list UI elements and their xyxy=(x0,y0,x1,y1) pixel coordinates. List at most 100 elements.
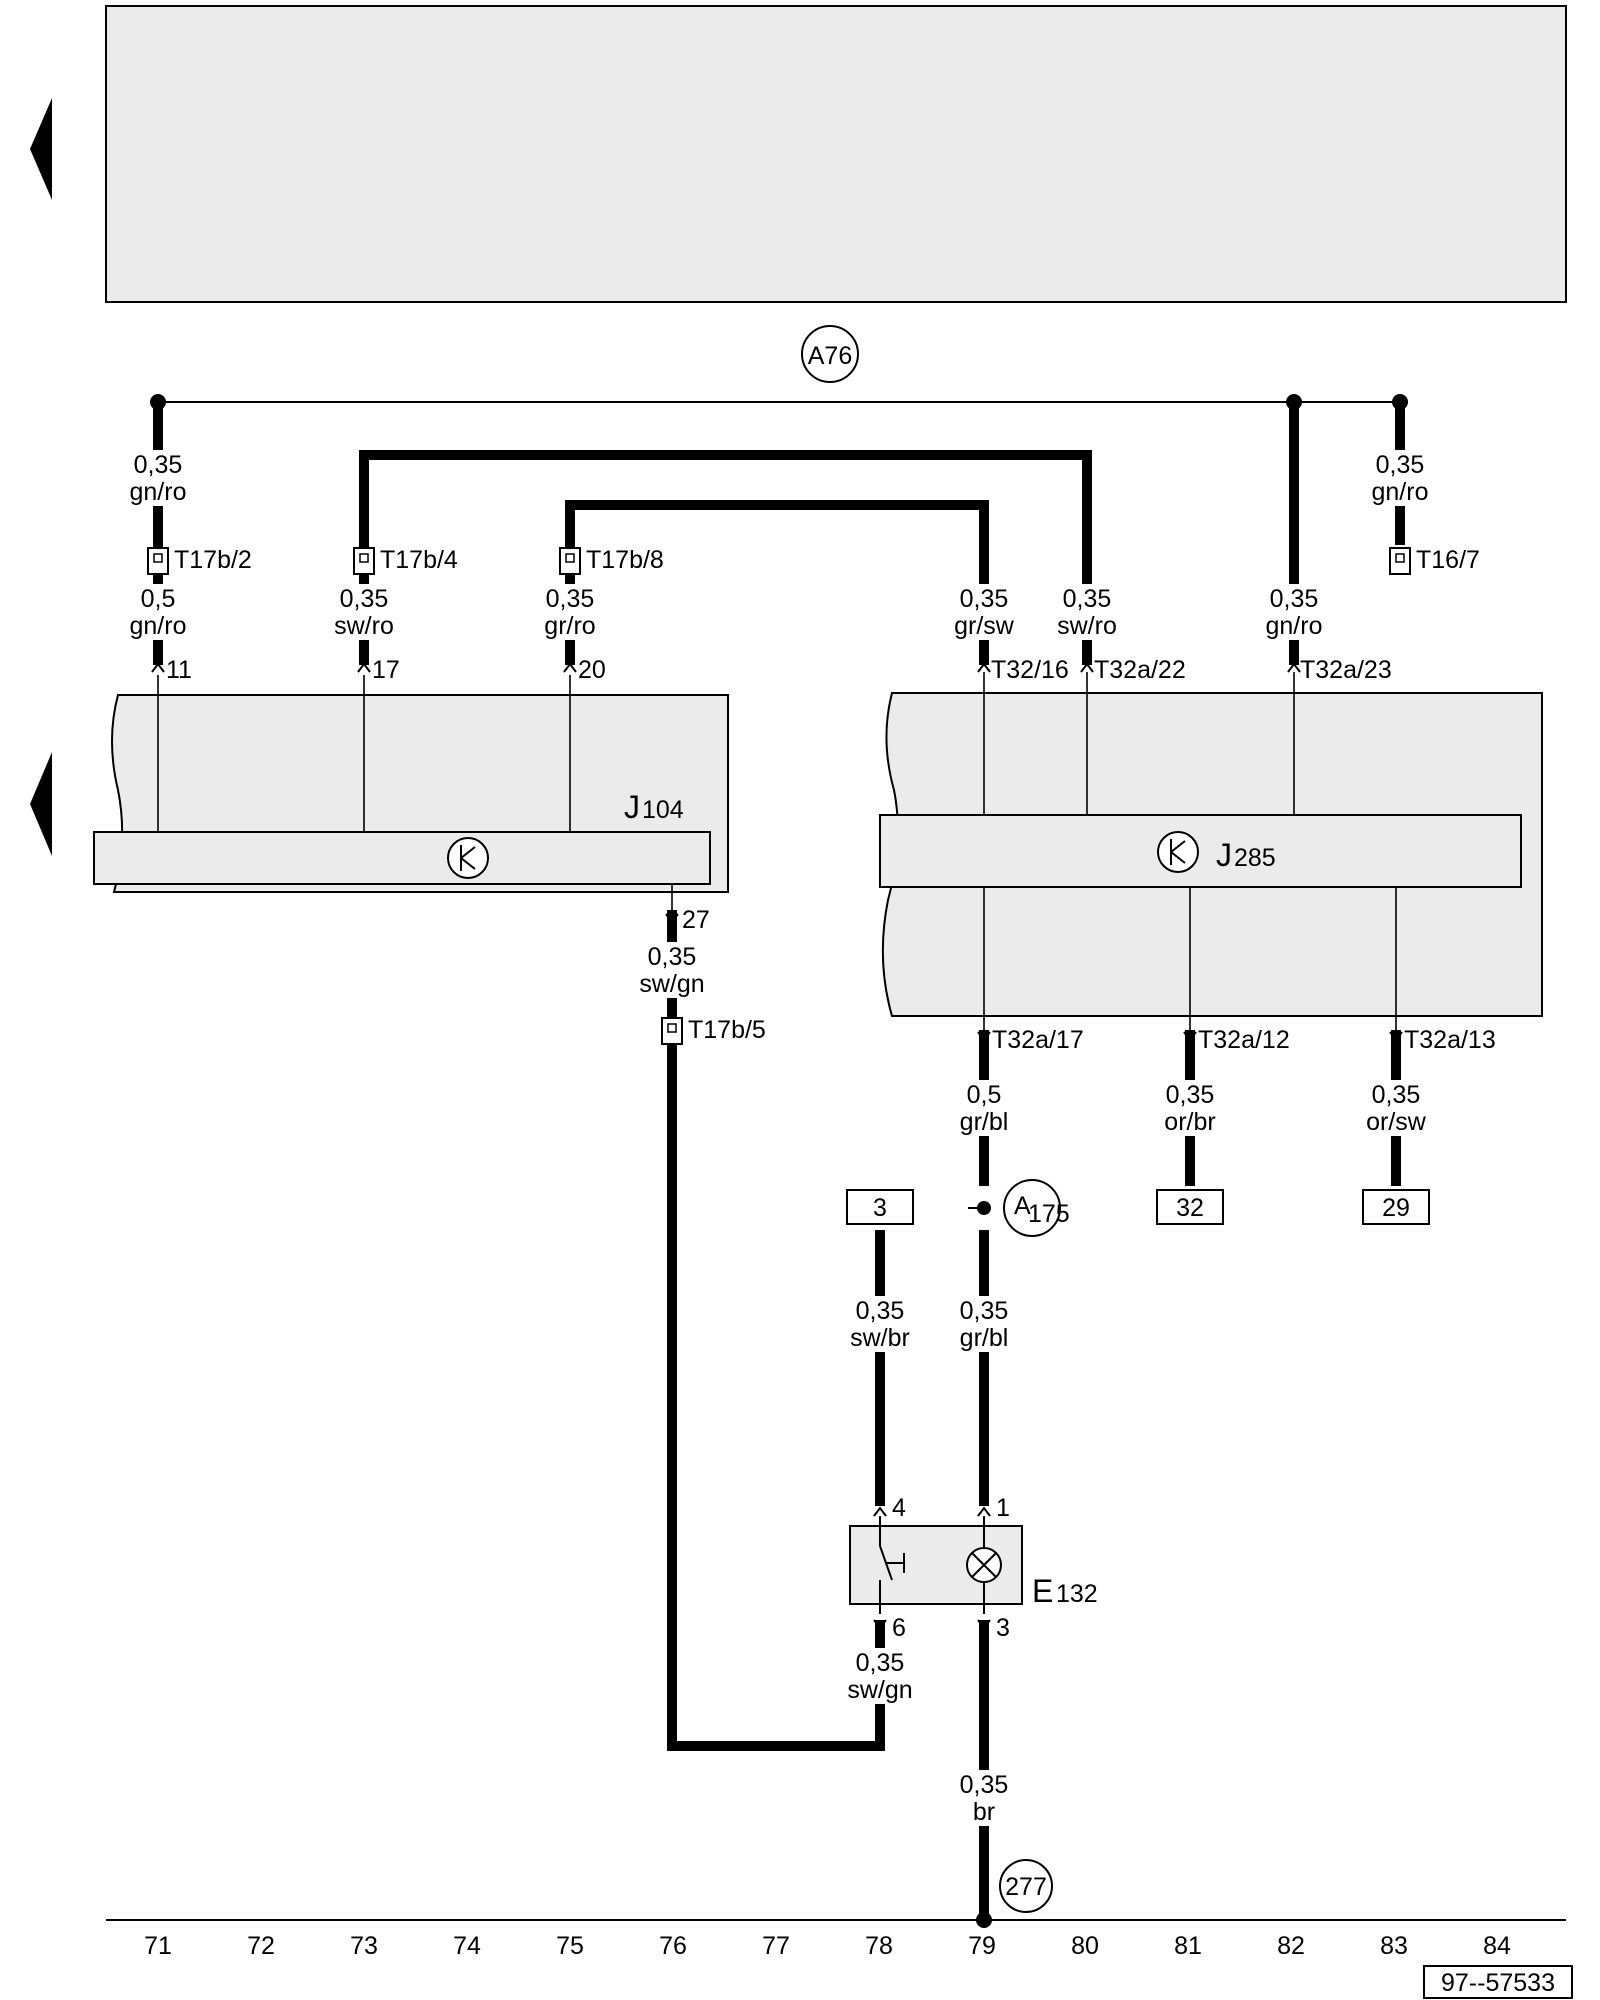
j104-letter: J xyxy=(624,789,640,825)
wire-color: sw/gn xyxy=(847,1676,912,1704)
column-number: 76 xyxy=(659,1932,687,1960)
wire-size: 0,35 xyxy=(1270,585,1319,613)
connector-label: T17b/2 xyxy=(174,546,252,574)
pin-number: T32a/13 xyxy=(1404,1026,1496,1054)
pin-number: T32a/23 xyxy=(1300,656,1392,684)
wire-size: 0,5 xyxy=(141,585,176,613)
svg-text:3: 3 xyxy=(873,1194,887,1222)
connector-label: T17b/8 xyxy=(586,546,664,574)
wire-color: sw/ro xyxy=(1057,612,1117,640)
j285-pin-markers xyxy=(977,662,1403,1042)
wire-color: gr/sw xyxy=(954,612,1015,640)
pin-number: T32a/12 xyxy=(1198,1026,1290,1054)
electronic-symbol-icon xyxy=(447,837,489,879)
wire-color: gr/bl xyxy=(960,1324,1009,1352)
wire-color: or/br xyxy=(1164,1108,1215,1136)
j104-number: 104 xyxy=(642,796,684,824)
wire-color: sw/ro xyxy=(334,612,394,640)
column-number: 78 xyxy=(865,1932,893,1960)
pin-number: 17 xyxy=(372,656,400,684)
wire-size: 0,35 xyxy=(1376,451,1425,479)
wire-color: gn/ro xyxy=(130,612,187,640)
ref-box-29[interactable]: 29 xyxy=(1362,1189,1430,1225)
header-panel xyxy=(105,5,1567,303)
j285-letter: J xyxy=(1216,837,1232,873)
control-unit-j104: J 104 xyxy=(93,675,729,910)
pin-number: 1 xyxy=(996,1494,1010,1522)
column-number: 81 xyxy=(1174,1932,1202,1960)
connector-label: T17b/4 xyxy=(380,546,458,574)
wire-color: br xyxy=(973,1798,995,1826)
wire-size: 0,35 xyxy=(960,1771,1009,1799)
wire-color: gr/ro xyxy=(544,612,595,640)
wire-size: 0,35 xyxy=(134,451,183,479)
connection-point-a175: A 175 xyxy=(968,1179,1070,1237)
column-number: 83 xyxy=(1380,1932,1408,1960)
control-unit-j285: J 285 xyxy=(879,672,1543,1030)
connector-t17b2-icon xyxy=(147,547,169,575)
pin-number: T32a/22 xyxy=(1094,656,1186,684)
wire-labels: 0,35 gn/ro 0,5 gn/ro 0,35 sw/ro 0,35 gr/… xyxy=(130,451,1429,1826)
column-number: 71 xyxy=(144,1932,172,1960)
switch-unit-e132: E 132 xyxy=(849,1516,1098,1614)
wire-size: 0,35 xyxy=(960,585,1009,613)
wire-color: or/sw xyxy=(1366,1108,1427,1136)
wire-size: 0,35 xyxy=(1372,1081,1421,1109)
wire-color: gr/bl xyxy=(960,1108,1009,1136)
connector-label: T17b/5 xyxy=(688,1016,766,1044)
wire-label-backgrounds xyxy=(124,450,1434,1826)
pin-number: 4 xyxy=(892,1494,906,1522)
column-number: 77 xyxy=(762,1932,790,1960)
svg-text:97--57533: 97--57533 xyxy=(1441,1969,1555,1997)
page-prev-arrow-mid[interactable] xyxy=(30,752,52,856)
column-number: 80 xyxy=(1071,1932,1099,1960)
column-number: 72 xyxy=(247,1932,275,1960)
wire-size: 0,5 xyxy=(967,1081,1002,1109)
electronic-symbol-icon xyxy=(1157,831,1199,873)
column-number: 73 xyxy=(350,1932,378,1960)
wire-size: 0,35 xyxy=(648,943,697,971)
pin-number: 6 xyxy=(892,1614,906,1642)
connector-t17b4-icon xyxy=(353,547,375,575)
pin-number: T32a/17 xyxy=(992,1026,1084,1054)
pin-number: 27 xyxy=(682,906,710,934)
connector-label: T16/7 xyxy=(1416,546,1480,574)
ref-box-32[interactable]: 32 xyxy=(1156,1189,1224,1225)
column-number: 74 xyxy=(453,1932,481,1960)
ground-point-a76-circle xyxy=(801,325,859,383)
wire-size: 0,35 xyxy=(856,1297,905,1325)
wire-color: gn/ro xyxy=(130,478,187,506)
column-numbers: 71 72 73 74 75 76 77 78 79 80 81 82 83 8… xyxy=(144,1932,1511,1960)
svg-text:29: 29 xyxy=(1382,1194,1410,1222)
connector-t17b8-icon xyxy=(559,547,581,575)
column-number: 79 xyxy=(968,1932,996,1960)
ground-point-a76-label: A76 xyxy=(808,342,852,370)
wire-size: 0,35 xyxy=(856,1649,905,1677)
column-number: 84 xyxy=(1483,1932,1511,1960)
wire-size: 0,35 xyxy=(546,585,595,613)
wire-size: 0,35 xyxy=(340,585,389,613)
wire-color: sw/br xyxy=(850,1324,910,1352)
page-prev-arrow-top[interactable] xyxy=(30,98,52,200)
column-number: 82 xyxy=(1277,1932,1305,1960)
wire-color: sw/gn xyxy=(639,970,704,998)
wire-size: 0,35 xyxy=(1166,1081,1215,1109)
ground-point-277: 277 xyxy=(976,1859,1053,1928)
svg-text:32: 32 xyxy=(1176,1194,1204,1222)
pin-number: T32/16 xyxy=(991,656,1069,684)
pin-number: 11 xyxy=(166,656,192,684)
column-number: 75 xyxy=(556,1932,584,1960)
wire-size: 0,35 xyxy=(960,1297,1009,1325)
svg-text:A: A xyxy=(1014,1192,1031,1220)
connector-t17b5-icon xyxy=(661,1017,683,1045)
svg-text:175: 175 xyxy=(1028,1200,1070,1228)
connector-t167-icon xyxy=(1389,547,1411,575)
svg-text:277: 277 xyxy=(1005,1873,1047,1901)
figure-code: 97--57533 xyxy=(1423,1965,1573,1999)
e132-pin-markers xyxy=(873,1506,991,1630)
pin-number: 3 xyxy=(996,1614,1010,1642)
ref-box-3[interactable]: 3 xyxy=(846,1189,914,1225)
e132-letter: E xyxy=(1032,1573,1053,1609)
wire-color: gn/ro xyxy=(1372,478,1429,506)
